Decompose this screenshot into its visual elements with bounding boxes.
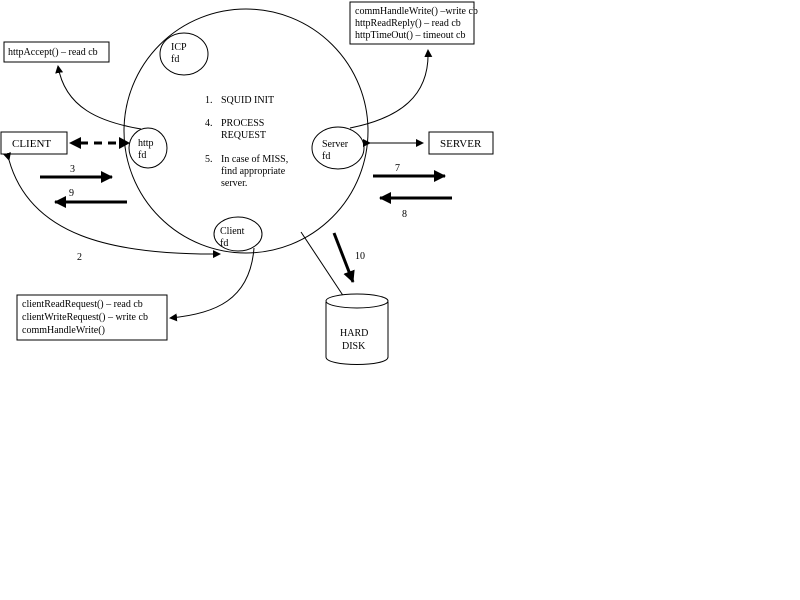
- server-fd-node: [311, 126, 365, 170]
- http-fd-label-line2: fd: [138, 150, 146, 161]
- http-accept-label: httpAccept() – read cb: [8, 47, 98, 58]
- squid-process-circle: [123, 8, 369, 254]
- client-box-label: CLIENT: [12, 138, 51, 150]
- http-accept-box: [3, 41, 110, 63]
- client-http-dashed-head-right: [119, 137, 130, 149]
- client-http-dashed-head-left: [69, 137, 81, 149]
- client-callback-2: clientWriteRequest() – write cb: [22, 312, 148, 323]
- arrow-9-number: 9: [69, 188, 74, 199]
- hard-disk-label-line2: DISK: [342, 341, 366, 352]
- client-fd-label-line2: fd: [220, 238, 228, 249]
- server-box: [428, 131, 494, 155]
- icp-fd-label-line1: ICP: [171, 42, 187, 53]
- http-fd-label-line1: http: [138, 138, 154, 149]
- server-callback-arrow: [349, 49, 433, 129]
- http-accept-callback-arrow: [55, 65, 142, 130]
- arrow-3-number: 3: [70, 164, 75, 175]
- client-callback-1: clientReadRequest() – read cb: [22, 299, 143, 310]
- step-4-label-line2: REQUEST: [221, 130, 266, 141]
- client-callbacks-box: [16, 294, 168, 341]
- server-box-label: SERVER: [440, 138, 482, 150]
- icp-fd-label-line2: fd: [171, 54, 179, 65]
- server-callback-2: httpReadReply() – read cb: [355, 18, 461, 29]
- arrow-7-number: 7: [395, 163, 400, 174]
- hard-disk: [325, 293, 389, 365]
- arrow-10-number: 10: [355, 251, 365, 262]
- circle-disk-line: [300, 231, 347, 301]
- server-callback-3: httpTimeOut() – timeout cb: [355, 30, 465, 41]
- icp-fd-node: [159, 32, 209, 76]
- step-4-number: 4.: [205, 118, 213, 129]
- hard-disk-label-line1: HARD: [340, 328, 368, 339]
- step-1-number: 1.: [205, 95, 213, 106]
- step-4-label-line1: PROCESS: [221, 118, 264, 129]
- client-fd-label-line1: Client: [220, 226, 245, 237]
- step-5-label-line1: In case of MISS,: [221, 154, 288, 165]
- arrow-2-curve: [3, 152, 221, 259]
- step-5-number: 5.: [205, 154, 213, 165]
- arrow-10: [332, 232, 355, 283]
- step-5-label-line3: server.: [221, 178, 247, 189]
- client-callback-3: commHandleWrite(): [22, 325, 105, 336]
- server-callback-1: commHandleWrite() –write cb: [355, 6, 478, 17]
- step-5-label-line2: find appropriate: [221, 166, 286, 177]
- client-callback-arrow: [169, 247, 255, 322]
- server-fd-label-line1: Server: [322, 139, 349, 150]
- server-fd-label-line2: fd: [322, 151, 330, 162]
- arrow-8-number: 8: [402, 209, 407, 220]
- arrow-2-number: 2: [77, 252, 82, 263]
- server-callbacks-box: [349, 1, 475, 45]
- step-1-label: SQUID INIT: [221, 95, 274, 106]
